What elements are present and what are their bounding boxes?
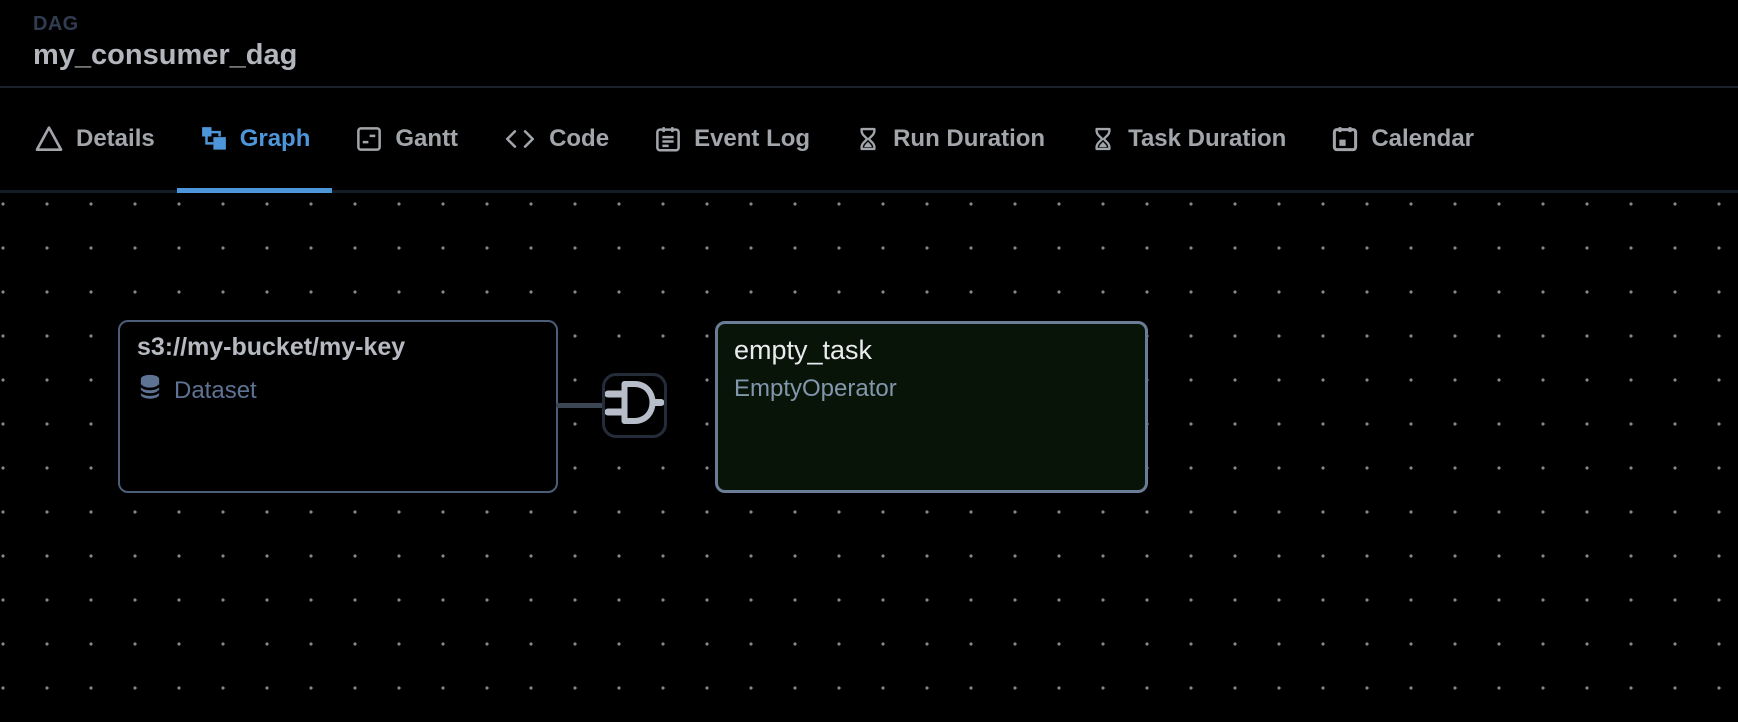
tab-label: Event Log	[694, 125, 811, 152]
tab-event-log[interactable]: Event Log	[631, 88, 832, 190]
hourglass-icon	[1089, 124, 1117, 154]
tab-label: Task Duration	[1128, 125, 1287, 152]
tab-gantt[interactable]: Gantt	[332, 88, 480, 190]
tab-label: Graph	[239, 125, 311, 152]
tab-label: Run Duration	[893, 125, 1046, 152]
dataset-node[interactable]: s3://my-bucket/my-key Dataset	[118, 320, 558, 493]
code-icon	[502, 125, 538, 153]
database-icon	[137, 373, 163, 408]
task-node-title: empty_task	[734, 335, 873, 365]
warning-triangle-icon	[33, 123, 65, 155]
page-title: my_consumer_dag	[33, 39, 298, 71]
graph-canvas[interactable]: s3://my-bucket/my-key Dataset empty_task…	[0, 193, 1738, 722]
tab-run-duration[interactable]: Run Duration	[832, 88, 1067, 190]
gantt-icon	[354, 124, 384, 154]
tab-code[interactable]: Code	[480, 88, 631, 190]
dataset-condition-gate[interactable]	[602, 373, 667, 438]
event-log-icon	[653, 124, 683, 154]
graph-icon	[199, 124, 229, 154]
task-node-empty-task[interactable]: empty_task EmptyOperator	[715, 321, 1148, 493]
tab-task-duration[interactable]: Task Duration	[1067, 88, 1308, 190]
tab-label: Details	[76, 125, 155, 152]
task-operator-label: EmptyOperator	[734, 375, 897, 402]
tab-details[interactable]: Details	[11, 88, 177, 190]
tab-graph[interactable]: Graph	[176, 88, 333, 193]
and-gate-icon	[604, 374, 665, 438]
dag-header: DAG my_consumer_dag	[0, 0, 1738, 88]
tab-label: Gantt	[395, 125, 459, 152]
tab-label: Calendar	[1371, 125, 1475, 152]
hourglass-icon	[854, 124, 882, 154]
dataset-type-label: Dataset	[174, 376, 257, 404]
dag-tabbar: Details Graph Gantt Code	[0, 88, 1738, 193]
dag-kicker-label: DAG	[33, 13, 79, 35]
edge-dataset-to-gate	[556, 403, 604, 408]
tab-calendar[interactable]: Calendar	[1308, 88, 1496, 190]
tab-label: Code	[549, 125, 610, 152]
dataset-node-title: s3://my-bucket/my-key	[137, 333, 406, 361]
calendar-icon	[1330, 124, 1360, 154]
